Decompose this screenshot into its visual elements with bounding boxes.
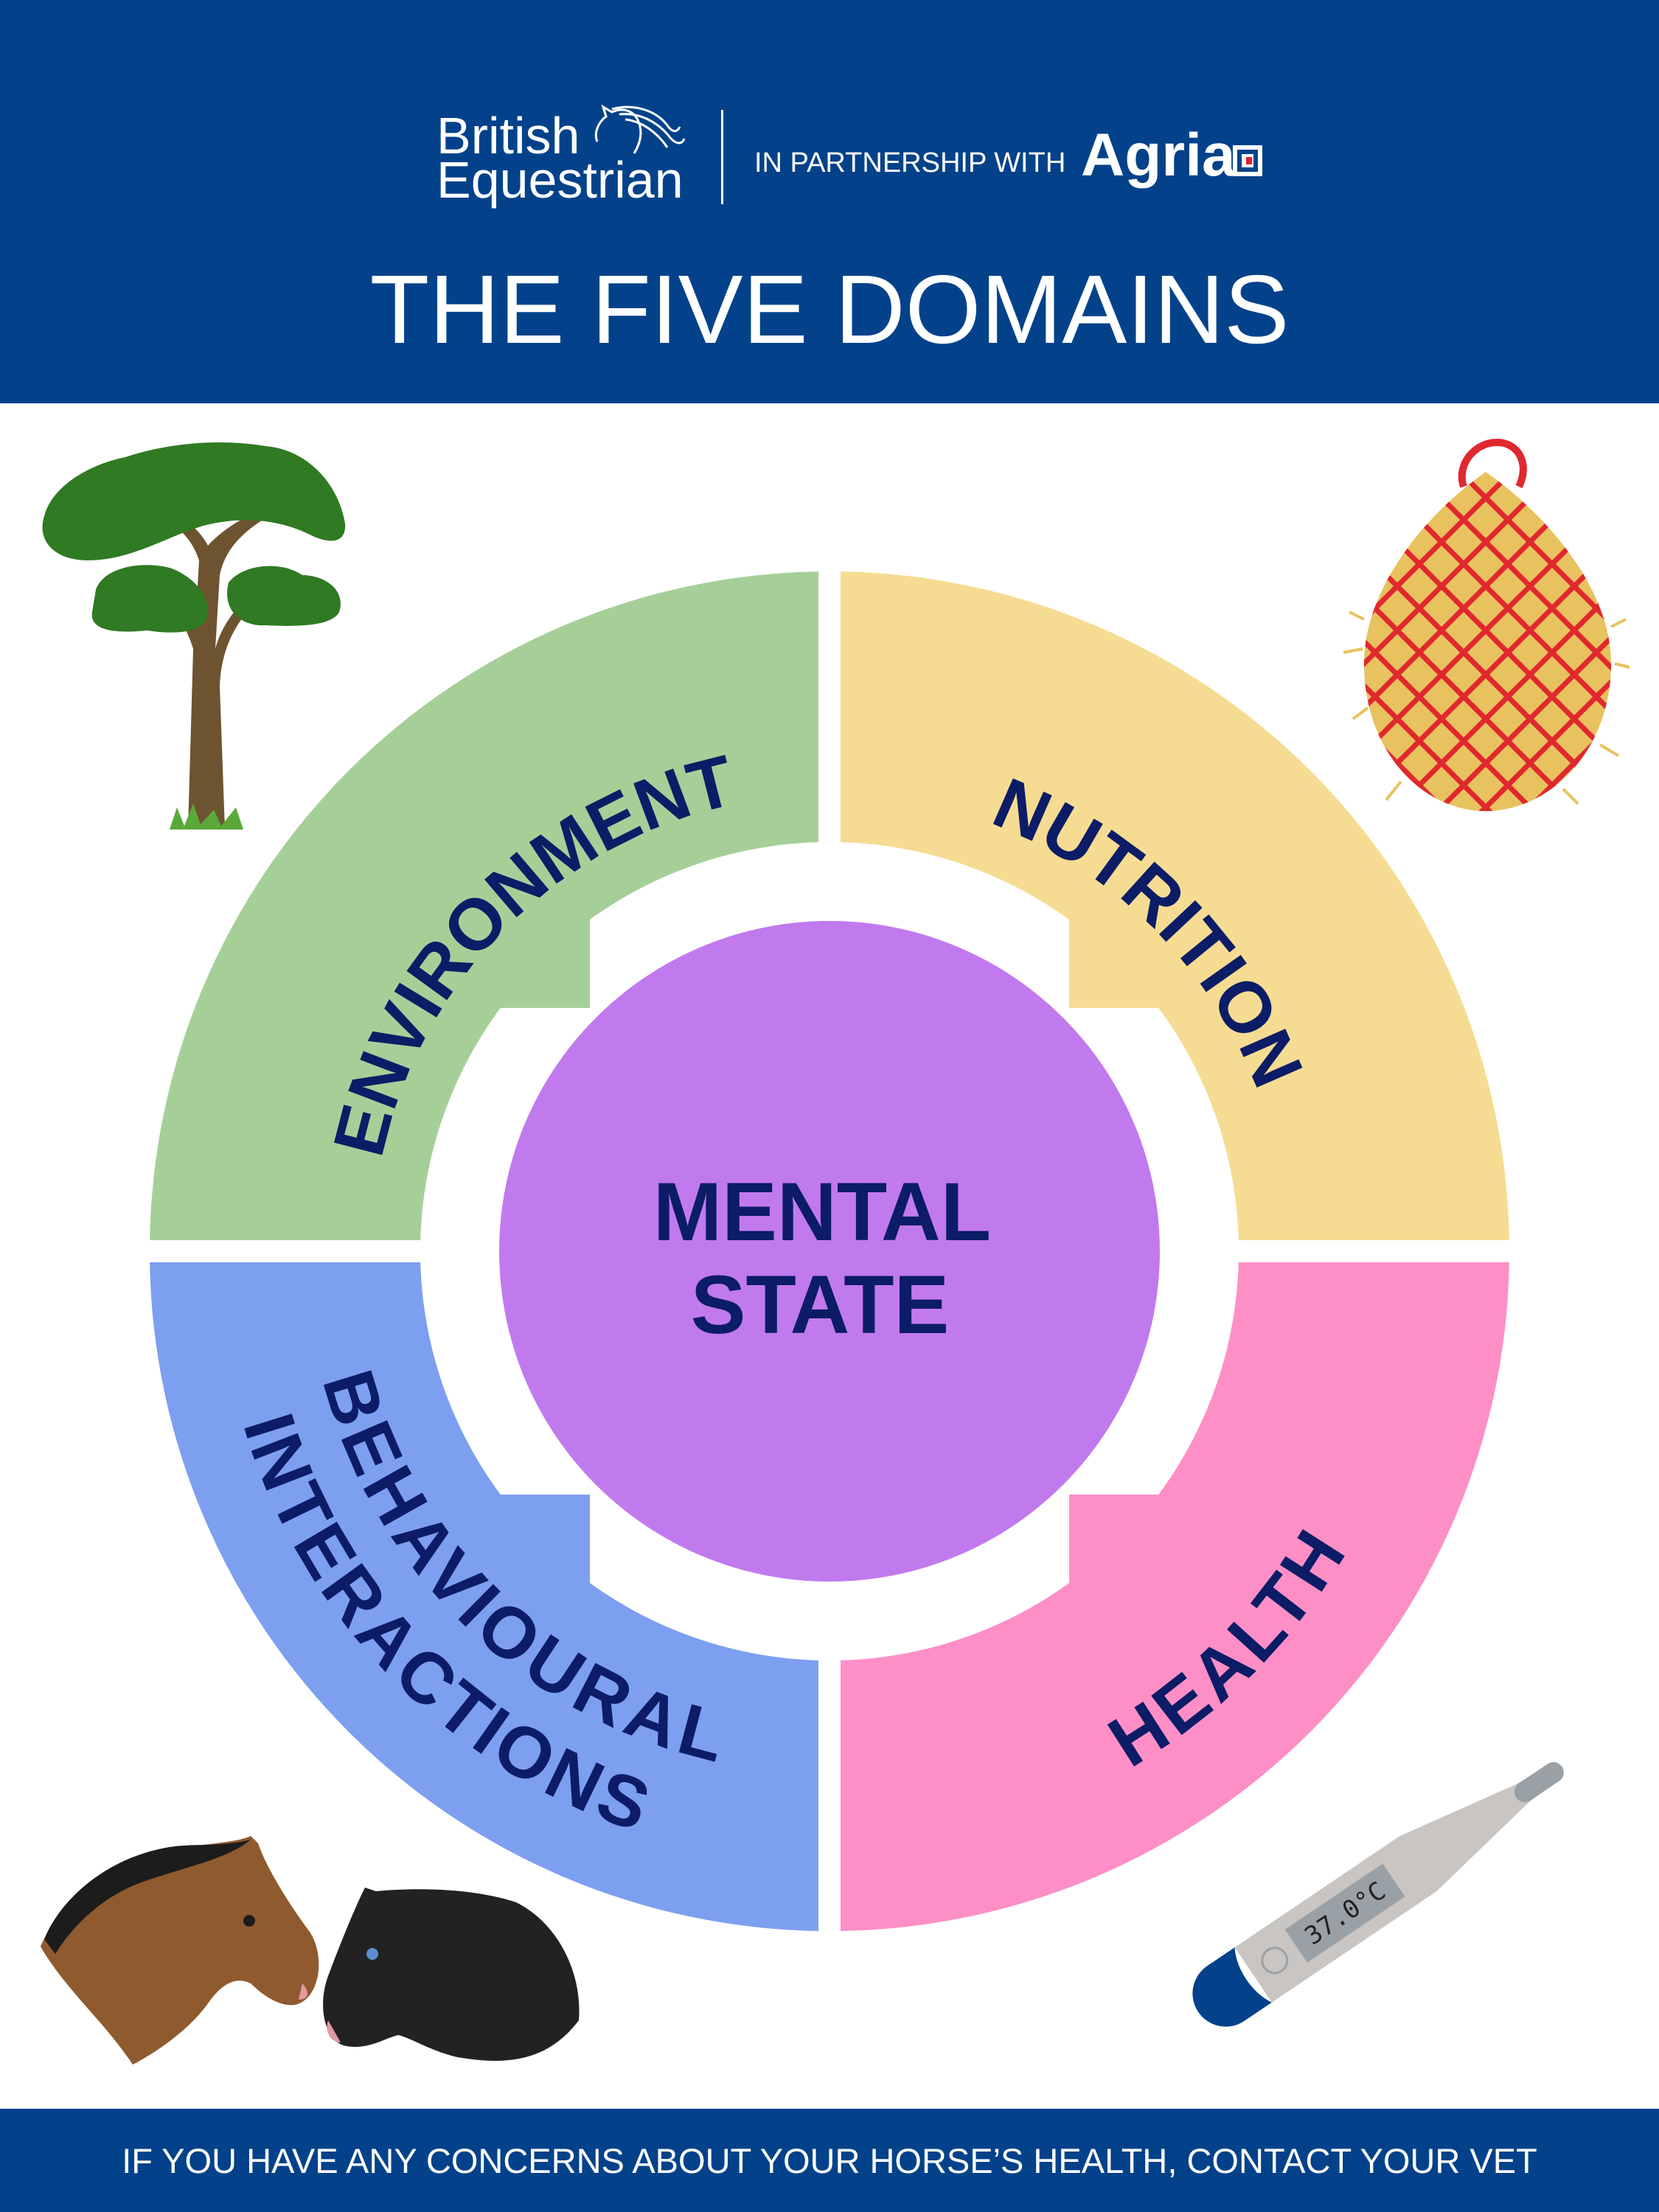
british-equestrian-logo: British Equestrian: [437, 104, 686, 209]
header-divider: [721, 110, 723, 204]
thermometer-display: [1284, 1863, 1405, 1963]
horse-head-logo-icon: [594, 104, 686, 154]
header: British Equestrian IN PARTNERSHIP WITH A…: [0, 0, 1659, 403]
domain-wheel: ENVIRONMENT NUTRITION HEALTH BEHAVIOURAL…: [150, 571, 1509, 1931]
black-horse-head: [323, 1888, 580, 2061]
mental-state-line1: MENTAL: [653, 1166, 991, 1258]
mental-state-line2: STATE: [691, 1259, 950, 1351]
mental-state-circle: [499, 921, 1160, 1582]
page-title: THE FIVE DOMAINS: [370, 255, 1290, 364]
brown-horse-head: [41, 1836, 319, 2065]
brand-line-2: Equestrian: [437, 151, 684, 209]
agria-logo: Agria: [1081, 122, 1262, 189]
brand-line-1: British: [437, 107, 580, 164]
tree-icon: [42, 442, 346, 830]
footer-text: IF YOU HAVE ANY CONCERNS ABOUT YOUR HORS…: [122, 2141, 1537, 2180]
thermometer-icon: 37.0°C: [1192, 1761, 1564, 2027]
header-background: [0, 0, 1659, 403]
partner-name: Agria: [1081, 122, 1237, 189]
horses-icon: [41, 1836, 580, 2065]
partnership-label: IN PARTNERSHIP WITH: [754, 147, 1065, 178]
footer-background: [0, 2109, 1659, 2212]
footer: IF YOU HAVE ANY CONCERNS ABOUT YOUR HORS…: [0, 2109, 1659, 2212]
